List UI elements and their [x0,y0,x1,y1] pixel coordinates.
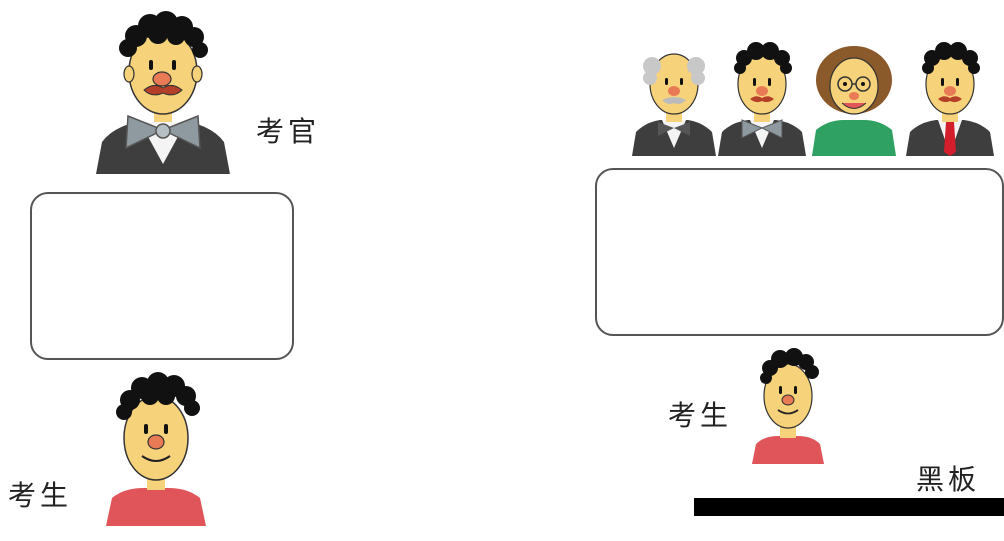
left-table-box [30,192,294,360]
panel-examiner-1 [630,36,718,156]
blackboard [694,498,1004,516]
candidate-figure-left [104,366,208,526]
candidate-figure-right [750,344,826,464]
right-table-box [595,168,1004,336]
candidate-label-left: 考生 [8,474,72,514]
examiner-label: 考官 [256,110,320,150]
candidate-label-right: 考生 [668,394,732,434]
examiner-figure [88,6,238,174]
panel-examiner-2 [716,38,808,156]
panel-examiner-4 [904,38,996,156]
panel-examiner-3 [808,44,900,156]
blackboard-label: 黑板 [916,458,980,498]
